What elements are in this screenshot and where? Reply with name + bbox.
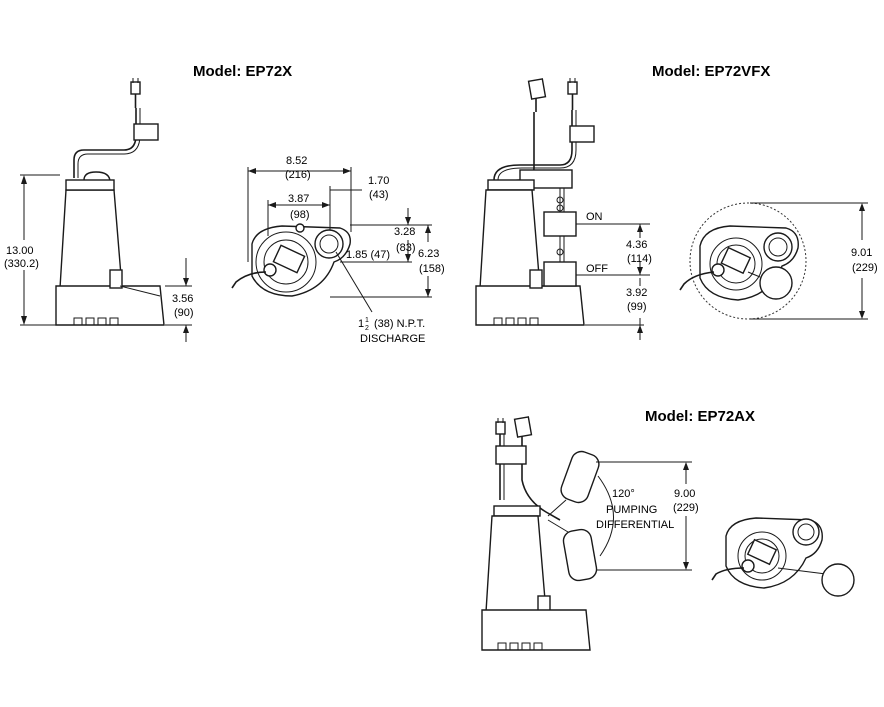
- ep72x-height-mm: (330.2): [4, 258, 39, 270]
- ep72vfx-diff-in: 4.36: [626, 239, 647, 251]
- ep72ax-side-view: 120° PUMPING DIFFERENTIAL 9.00 (229): [481, 416, 699, 651]
- plug-icon: [130, 78, 141, 108]
- ep72ax-angle: 120°: [612, 488, 635, 500]
- piggyback-plug-icon: [513, 416, 533, 438]
- ep72ax-label-line2: DIFFERENTIAL: [596, 519, 674, 531]
- ep72x-d1-mm: (83): [396, 242, 416, 254]
- title-ep72ax: Model: EP72AX: [645, 408, 755, 425]
- plug-icon: [567, 78, 578, 110]
- ep72x-offset-mm: (43): [369, 189, 389, 201]
- title-ep72x: Model: EP72X: [193, 63, 292, 80]
- ep72vfx-diff-mm: (114): [627, 253, 652, 265]
- ep72vfx-on-label: ON: [586, 211, 603, 223]
- ep72vfx-top-view: 9.01 (229): [679, 202, 878, 320]
- title-ep72vfx: Model: EP72VFX: [652, 63, 770, 80]
- ep72x-discharge-size: (38) N.P.T.: [374, 318, 425, 330]
- ep72x-width-mm: (216): [285, 169, 311, 181]
- ep72x-base-mm: (90): [174, 307, 194, 319]
- ep72vfx-base-mm: (99): [627, 301, 647, 313]
- ep72x-d3-mm: (158): [419, 263, 445, 275]
- ep72x-discharge-frac-den: 2: [365, 325, 369, 332]
- ep72vfx-side-view: ON OFF 4.36 (114) 3.92 (99): [475, 78, 652, 340]
- ep72ax-diff-in: 9.00: [674, 488, 695, 500]
- ep72ax-label-line1: PUMPING: [606, 504, 657, 516]
- ep72x-d2: 1.85 (47): [346, 249, 390, 261]
- ep72x-discharge-label: DISCHARGE: [360, 333, 425, 345]
- ep72ax-diff-mm: (229): [673, 502, 699, 514]
- ep72x-discharge-prefix: 1: [358, 318, 364, 330]
- ep72vfx-base-in: 3.92: [626, 287, 647, 299]
- ep72vfx-dia-mm: (229): [852, 262, 878, 274]
- ep72ax-top-view: [711, 517, 855, 597]
- ep72vfx-dia-in: 9.01: [851, 247, 872, 259]
- ep72x-discharge-frac-num: 1: [365, 317, 369, 324]
- ep72x-d3-in: 6.23: [418, 248, 439, 260]
- ep72x-width-in: 8.52: [286, 155, 307, 167]
- ep72x-d1-in: 3.28: [394, 226, 415, 238]
- ep72x-inner-mm: (98): [290, 209, 310, 221]
- piggyback-plug-icon: [527, 78, 547, 112]
- ep72x-top-view: 8.52 (216) 1.70 (43) 3.87 (98) 3.28 (83)…: [231, 155, 445, 345]
- ep72vfx-off-label: OFF: [586, 263, 608, 275]
- plug-icon: [495, 418, 506, 435]
- ep72x-height-in: 13.00: [6, 245, 34, 257]
- ep72x-inner-in: 3.87: [288, 193, 309, 205]
- ep72x-base-in: 3.56: [172, 293, 193, 305]
- ep72x-offset-in: 1.70: [368, 175, 389, 187]
- ep72x-side-view: 13.00 (330.2) 3.56 (90): [4, 78, 194, 342]
